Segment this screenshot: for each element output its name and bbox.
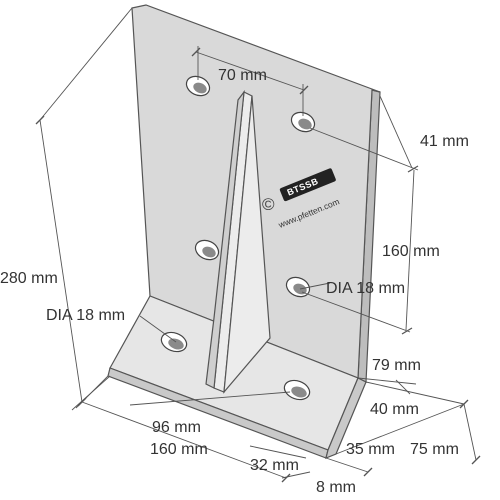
dim-total-height: 280 mm <box>0 270 58 287</box>
dim-top-hole-offset: 41 mm <box>420 133 469 150</box>
dim-base-offset-79: 79 mm <box>372 357 421 374</box>
hole-top-right <box>290 111 316 133</box>
rib-top-edge <box>223 95 271 394</box>
dim-hole-spacing-top: 70 mm <box>218 67 267 84</box>
dim-base-offset-40: 40 mm <box>370 401 419 418</box>
dim-hole-diameter-base: DIA 18 mm <box>46 307 125 324</box>
logo-badge <box>279 168 336 202</box>
base-hole-right <box>283 379 311 401</box>
stiffening-rib <box>205 89 245 389</box>
base-plate-side-edge <box>325 377 367 459</box>
hole-top-left <box>185 75 211 97</box>
dim-base-depth: 75 mm <box>410 441 459 458</box>
copyright-symbol: © <box>262 195 275 214</box>
dimension-lines <box>35 7 481 483</box>
hole-mid-right <box>285 276 311 298</box>
dim-base-width: 160 mm <box>150 441 208 458</box>
base-hole-left <box>160 331 188 353</box>
dim-hole-diameter-vertical: DIA 18 mm <box>326 280 405 297</box>
dim-edge-offset: 35 mm <box>346 441 395 458</box>
bracket-drawing <box>107 4 381 459</box>
dim-rib-offset: 32 mm <box>250 457 299 474</box>
hole-mid-left <box>194 239 220 261</box>
dim-vertical-hole-spacing: 160 mm <box>382 243 440 260</box>
dim-base-hole-spacing: 96 mm <box>152 419 201 436</box>
dimension-labels: 70 mm 41 mm 160 mm DIA 18 mm 280 mm DIA … <box>0 67 469 496</box>
dim-thickness: 8 mm <box>316 479 356 496</box>
